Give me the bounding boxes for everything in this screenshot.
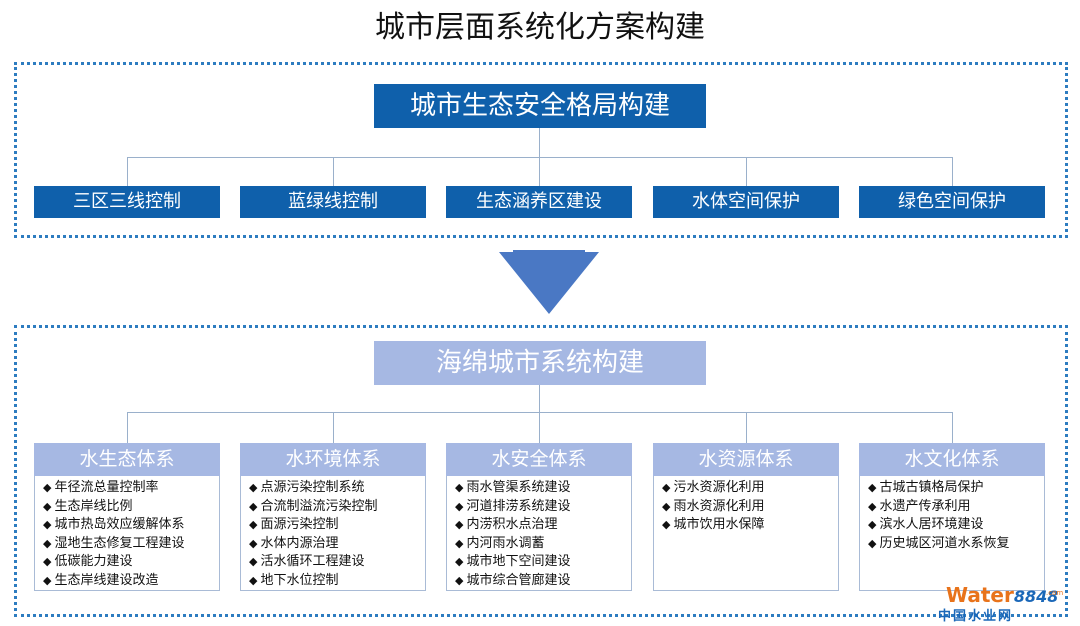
watermark-brand: Water8848 [946, 583, 1059, 607]
system-item-list: ◆点源污染控制系统 ◆合流制溢流污染控制 ◆面源污染控制 ◆水体内源治理 ◆活水… [240, 476, 426, 591]
list-item: ◆古城古镇格局保护 [868, 480, 984, 495]
diamond-bullet-icon: ◆ [455, 555, 464, 568]
list-item: ◆滨水人居环境建设 [868, 517, 984, 532]
diamond-bullet-icon: ◆ [43, 555, 52, 568]
watermark-cn-name: 中国水业网 [938, 609, 1014, 624]
diamond-bullet-icon: ◆ [43, 481, 52, 494]
diamond-bullet-icon: ◆ [249, 573, 258, 587]
list-item: ◆合流制溢流污染控制 [249, 498, 378, 514]
bottom-connector-drop [333, 412, 334, 443]
diamond-bullet-icon: ◆ [868, 499, 877, 513]
system-water-ecology: 水生态体系 ◆年径流总量控制率 ◆生态岸线比例 ◆城市热岛效应缓解体系 ◆湿地生… [34, 443, 220, 591]
page-title: 城市层面系统化方案构建 [375, 10, 705, 45]
bottom-connector-drop [127, 412, 128, 443]
list-item: ◆水遗产传承利用 [868, 498, 971, 514]
system-water-environment: 水环境体系 ◆点源污染控制系统 ◆合流制溢流污染控制 ◆面源污染控制 ◆水体内源… [240, 443, 426, 591]
system-water-safety: 水安全体系 ◆雨水管渠系统建设 ◆河道排涝系统建设 ◆内涝积水点治理 ◆内河雨水… [446, 443, 632, 591]
list-item: ◆活水循环工程建设 [249, 554, 365, 569]
list-item: ◆雨水资源化利用 [662, 498, 765, 514]
diamond-bullet-icon: ◆ [43, 573, 52, 587]
diamond-bullet-icon: ◆ [249, 518, 258, 531]
diamond-bullet-icon: ◆ [868, 481, 877, 494]
top-connector-drop [952, 157, 953, 186]
list-item: ◆污水资源化利用 [662, 480, 765, 495]
diamond-bullet-icon: ◆ [455, 481, 464, 494]
list-item: ◆河道排涝系统建设 [455, 498, 571, 514]
top-connector-drop [127, 157, 128, 186]
bottom-connector-drop [952, 412, 953, 443]
system-item-list: ◆污水资源化利用 ◆雨水资源化利用 ◆城市饮用水保障 [653, 476, 839, 591]
top-connector-bar [127, 157, 953, 158]
list-item: ◆生态岸线建设改造 [43, 572, 159, 588]
system-item-list: ◆年径流总量控制率 ◆生态岸线比例 ◆城市热岛效应缓解体系 ◆湿地生态修复工程建… [34, 476, 220, 591]
system-item-list: ◆雨水管渠系统建设 ◆河道排涝系统建设 ◆内涝积水点治理 ◆内河雨水调蓄 ◆城市… [446, 476, 632, 591]
list-item: ◆城市热岛效应缓解体系 [43, 517, 185, 532]
system-water-culture: 水文化体系 ◆古城古镇格局保护 ◆水遗产传承利用 ◆滨水人居环境建设 ◆历史城区… [859, 443, 1045, 591]
bottom-panel [14, 325, 1068, 617]
diamond-bullet-icon: ◆ [455, 536, 464, 550]
diamond-bullet-icon: ◆ [43, 499, 52, 513]
watermark-logo: Water8848 .com 中国水业网 [930, 583, 1070, 624]
diamond-bullet-icon: ◆ [662, 499, 671, 513]
top-item-green-space: 绿色空间保护 [859, 186, 1045, 218]
list-item: ◆生态岸线比例 [43, 498, 133, 514]
system-title: 水安全体系 [446, 443, 632, 476]
top-panel [14, 62, 1068, 238]
top-main-box: 城市生态安全格局构建 [374, 84, 706, 128]
top-item-three-zones: 三区三线控制 [34, 186, 220, 218]
list-item: ◆年径流总量控制率 [43, 480, 159, 495]
down-arrow-icon [499, 250, 599, 314]
diamond-bullet-icon: ◆ [868, 536, 877, 550]
list-item: ◆内河雨水调蓄 [455, 535, 545, 551]
diamond-bullet-icon: ◆ [249, 555, 258, 568]
bottom-connector-drop [539, 412, 540, 443]
diamond-bullet-icon: ◆ [249, 536, 258, 550]
bottom-connector-stem [539, 385, 540, 413]
top-connector-drop [539, 157, 540, 186]
diamond-bullet-icon: ◆ [662, 518, 671, 531]
diamond-bullet-icon: ◆ [868, 518, 877, 531]
system-title: 水文化体系 [859, 443, 1045, 476]
watermark-domain: .com [1046, 589, 1064, 597]
diamond-bullet-icon: ◆ [455, 499, 464, 513]
system-title: 水环境体系 [240, 443, 426, 476]
bottom-connector-bar [127, 412, 953, 413]
system-title: 水资源体系 [653, 443, 839, 476]
top-connector-stem [539, 128, 540, 158]
diamond-bullet-icon: ◆ [43, 518, 52, 531]
diamond-bullet-icon: ◆ [249, 499, 258, 513]
top-connector-drop [333, 157, 334, 186]
diamond-bullet-icon: ◆ [455, 518, 464, 531]
diamond-bullet-icon: ◆ [662, 481, 671, 494]
top-item-water-space: 水体空间保护 [653, 186, 839, 218]
system-item-list: ◆古城古镇格局保护 ◆水遗产传承利用 ◆滨水人居环境建设 ◆历史城区河道水系恢复 [859, 476, 1045, 591]
top-item-blue-green-line: 蓝绿线控制 [240, 186, 426, 218]
bottom-main-box: 海绵城市系统构建 [374, 341, 706, 385]
system-water-resources: 水资源体系 ◆污水资源化利用 ◆雨水资源化利用 ◆城市饮用水保障 [653, 443, 839, 591]
bottom-connector-drop [746, 412, 747, 443]
list-item: ◆点源污染控制系统 [249, 480, 365, 495]
list-item: ◆城市饮用水保障 [662, 517, 765, 532]
diamond-bullet-icon: ◆ [43, 536, 52, 550]
list-item: ◆雨水管渠系统建设 [455, 480, 571, 495]
list-item: ◆地下水位控制 [249, 572, 339, 588]
list-item: ◆水体内源治理 [249, 535, 339, 551]
list-item: ◆湿地生态修复工程建设 [43, 535, 185, 551]
top-item-ecological-conservation: 生态涵养区建设 [446, 186, 632, 218]
list-item: ◆历史城区河道水系恢复 [868, 535, 1010, 551]
list-item: ◆城市综合管廊建设 [455, 572, 571, 588]
list-item: ◆城市地下空间建设 [455, 554, 571, 569]
list-item: ◆内涝积水点治理 [455, 517, 558, 532]
list-item: ◆面源污染控制 [249, 517, 339, 532]
system-title: 水生态体系 [34, 443, 220, 476]
diamond-bullet-icon: ◆ [249, 481, 258, 494]
list-item: ◆低碳能力建设 [43, 554, 133, 569]
diamond-bullet-icon: ◆ [455, 573, 464, 587]
top-connector-drop [746, 157, 747, 186]
